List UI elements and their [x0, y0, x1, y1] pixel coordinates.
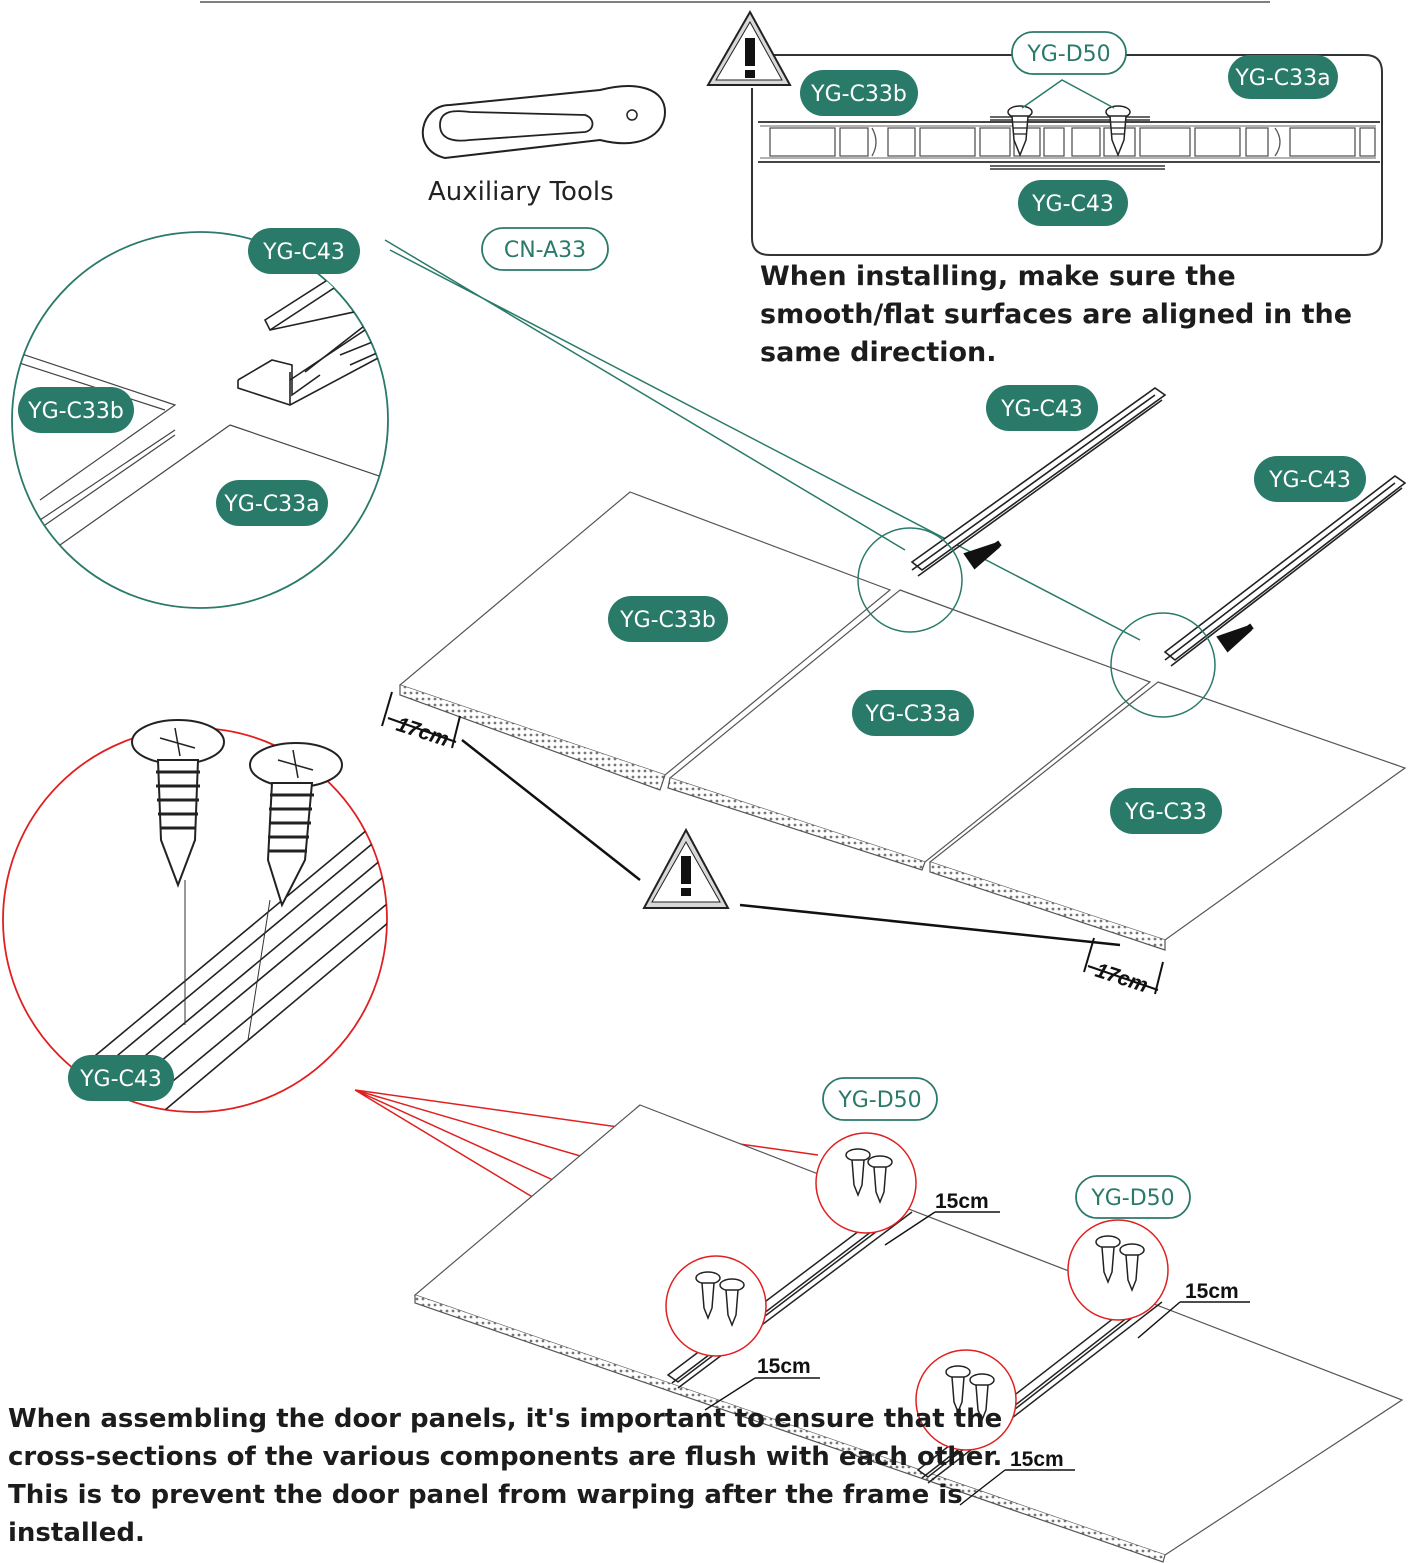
panel-label-badge: YG-C33a: [216, 480, 328, 526]
edge-distance-1-label: 17cm: [393, 713, 451, 751]
distance-1-label: 15cm: [935, 1190, 989, 1213]
section-connector-label: YG-C43: [1031, 192, 1114, 217]
screw-detail-connector-label: YG-C43: [79, 1067, 162, 1092]
screw-detail-view: [2, 719, 388, 1113]
panel-label-badge: YG-C33: [1110, 788, 1222, 834]
arrow-icon: [963, 540, 1002, 570]
frame-panel: [413, 1104, 1404, 1563]
detail-marker-circle: [1110, 612, 1216, 718]
section-left-panel-label: YG-C33b: [810, 82, 907, 107]
panel-label-badge: YG-C33b: [800, 70, 918, 116]
panel-label-badge: YG-C43: [248, 228, 360, 274]
screw-icon: [131, 719, 225, 888]
arrow-icon: [1216, 623, 1254, 653]
panel-label-badge: YG-C33b: [18, 387, 134, 433]
distance-3-label: 15cm: [757, 1355, 811, 1378]
connector-label-badge: YG-C43: [68, 1055, 174, 1101]
screw-marker: [915, 1349, 1017, 1451]
section-right-panel-label: YG-C33a: [1234, 66, 1330, 91]
assembly-note: When assembling the door panels, it's im…: [8, 1404, 1003, 1548]
auxiliary-tools-label: Auxiliary Tools: [428, 177, 614, 207]
alignment-note: When installing, make sure the smooth/fl…: [760, 261, 1353, 368]
connector-label-badge: YG-C43: [1254, 456, 1366, 502]
auxiliary-tool-icon: [421, 85, 667, 160]
distance-2-label: 15cm: [1185, 1280, 1239, 1303]
panel-label-badge: YG-C33a: [852, 690, 974, 736]
screw-marker: [1067, 1219, 1169, 1321]
tool-code-label: CN-A33: [504, 238, 586, 263]
detail-connector-label: YG-C43: [262, 240, 345, 265]
callout-line: [354, 1089, 1073, 1356]
detail-panel-a-label: YG-C33a: [223, 492, 319, 517]
warning-leader-line: [461, 739, 1121, 947]
screw-icon: [1105, 105, 1131, 158]
warning-triangle-icon: [642, 827, 730, 909]
connector-label-badge: YG-C43: [986, 385, 1098, 431]
detail-marker-circle: [857, 527, 963, 633]
screw-marker: [665, 1255, 767, 1357]
screw-icon: [249, 742, 343, 908]
connector-label-badge: YG-C43: [1018, 180, 1128, 226]
section-screw-label: YG-D50: [1026, 42, 1110, 67]
panel-2-label: YG-C33a: [864, 702, 960, 727]
screw-marker: [815, 1132, 917, 1234]
distance-4-label: 15cm: [1010, 1448, 1064, 1471]
frame-screw-label-1: YG-D50: [837, 1088, 921, 1113]
screw-label-badge: YG-D50: [1075, 1175, 1191, 1219]
panel-1-label: YG-C33b: [619, 608, 716, 633]
panel-label-badge: YG-C33a: [1228, 55, 1338, 99]
detail-panel-b-label: YG-C33b: [27, 399, 124, 424]
warning-triangle-icon: [706, 9, 792, 86]
edge-distance-mark: 17cm: [1083, 937, 1164, 997]
connector-rail: [910, 387, 1167, 577]
screw-label-badge: YG-D50: [822, 1077, 938, 1121]
edge-distance-2-label: 17cm: [1092, 959, 1150, 997]
screw-label-badge: YG-D50: [1011, 31, 1127, 75]
panel-3-label: YG-C33: [1124, 800, 1207, 825]
screw-icon: [1007, 105, 1033, 158]
connector-2-label: YG-C43: [1268, 468, 1351, 493]
connector-rail: [1163, 475, 1407, 667]
panel-label-badge: YG-C33b: [608, 596, 728, 642]
tool-code-badge: CN-A33: [481, 227, 609, 271]
callout-line: [384, 239, 1141, 641]
frame-screw-label-2: YG-D50: [1090, 1186, 1174, 1211]
connector-1-label: YG-C43: [1000, 397, 1083, 422]
